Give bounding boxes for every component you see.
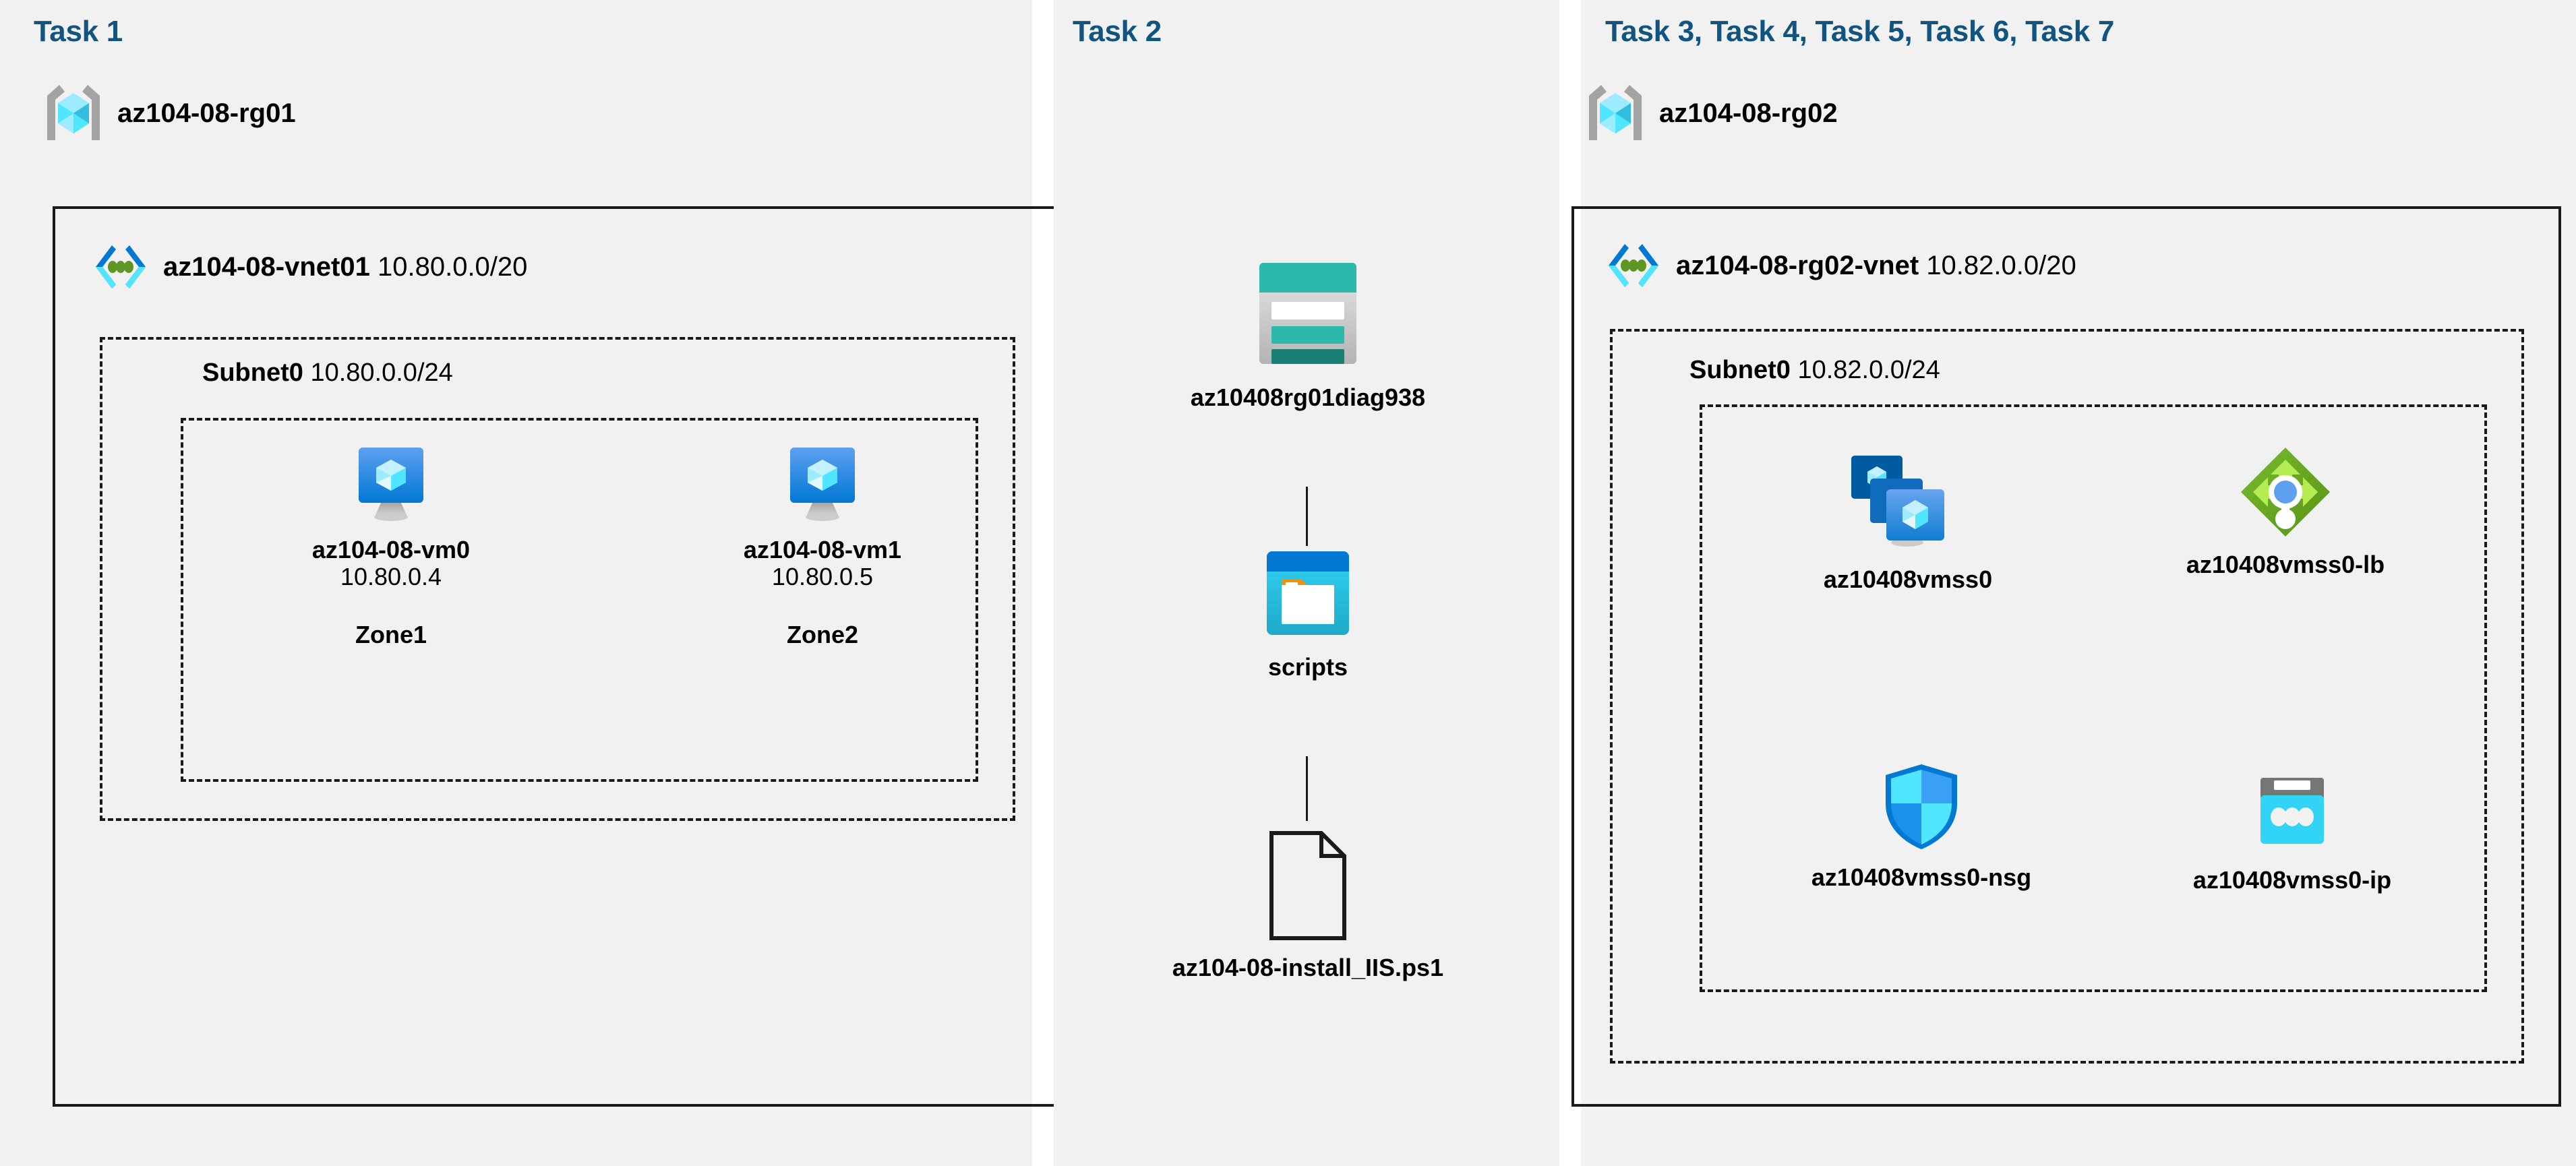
subnet0-right-cidr: 10.82.0.0/24 <box>1797 356 1940 384</box>
network-security-group-node: az10408vmss0-nsg <box>1773 762 2070 891</box>
public-ip-address-node: az10408vmss0-ip <box>2144 775 2440 894</box>
blob-container-name: scripts <box>1267 653 1348 681</box>
connector-container-to-file <box>1306 756 1308 821</box>
subnet0-left-cidr: 10.80.0.0/24 <box>310 359 453 387</box>
file-document-node: az104-08-install_IIS.ps1 <box>1092 829 1524 981</box>
vm-node-0-zone: Zone1 <box>355 620 427 648</box>
vnet02-label: az104-08-rg02-vnet 10.82.0.0/20 <box>1676 251 2076 281</box>
task1-header: Task 1 <box>34 15 123 48</box>
vm-node-1: az104-08-vm1 10.80.0.5 Zone2 <box>715 445 930 649</box>
availability-zones-boundary <box>181 418 978 782</box>
vm-node-0-name: az104-08-vm0 <box>311 536 471 563</box>
resource-group-rg02-label: az104-08-rg02 <box>1659 98 1838 128</box>
virtual-machine-icon <box>348 445 434 524</box>
virtual-network-icon <box>1607 241 1660 290</box>
network-security-group-name: az10408vmss0-nsg <box>1811 863 2032 891</box>
vnet01-label: az104-08-vnet01 10.80.0.0/20 <box>163 252 527 282</box>
subnet0-right-boundary <box>1610 329 2524 1064</box>
vm-scale-set-name: az10408vmss0 <box>1823 565 1993 593</box>
resource-group-rg01-label: az104-08-rg01 <box>117 98 296 128</box>
vm-scale-set-node: az10408vmss0 <box>1760 452 2056 593</box>
subnet0-left-caption: Subnet0 10.80.0.0/24 <box>202 359 453 388</box>
vnet02-name: az104-08-rg02-vnet <box>1676 250 1919 280</box>
resource-group-rg01: az104-08-rg01 <box>44 81 296 146</box>
vmss-inner-boundary <box>1700 404 2487 992</box>
public-ip-address-name: az10408vmss0-ip <box>2192 866 2392 894</box>
blob-container-node: scripts <box>1214 546 1402 681</box>
network-security-group-icon <box>1882 762 1961 852</box>
subnet0-right-caption: Subnet0 10.82.0.0/24 <box>1689 356 1940 385</box>
vnet01-name: az104-08-vnet01 <box>163 251 370 282</box>
vm-scale-set-icon <box>1850 452 1966 554</box>
vm-node-1-name: az104-08-vm1 <box>743 536 902 563</box>
vm-node-1-zone: Zone2 <box>786 620 858 648</box>
virtual-network-icon <box>94 243 147 291</box>
vnet02-cidr: 10.82.0.0/20 <box>1926 250 2076 280</box>
panel-task1 <box>0 0 1032 1166</box>
subnet0-left-boundary <box>100 337 1015 821</box>
task2-header: Task 2 <box>1073 15 1162 48</box>
vm-node-0-ip: 10.80.0.4 <box>340 563 442 591</box>
virtual-machine-icon <box>779 445 866 524</box>
task3-header: Task 3, Task 4, Task 5, Task 6, Task 7 <box>1605 15 2114 48</box>
public-ip-address-icon <box>2250 775 2335 855</box>
storage-account-name: az10408rg01diag938 <box>1190 383 1426 411</box>
storage-account-icon <box>1247 256 1369 372</box>
connector-storage-to-container <box>1306 487 1308 546</box>
vnet01-header: az104-08-vnet01 10.80.0.0/20 <box>94 243 527 291</box>
panel-task3 <box>1581 0 2576 1166</box>
resource-group-rg02: az104-08-rg02 <box>1586 81 1838 146</box>
vnet01-cidr: 10.80.0.0/20 <box>377 251 528 282</box>
file-document-name: az104-08-install_IIS.ps1 <box>1172 954 1444 981</box>
load-balancer-node: az10408vmss0-lb <box>2130 445 2440 578</box>
vm-node-0: az104-08-vm0 10.80.0.4 Zone1 <box>283 445 499 649</box>
vm-node-1-ip: 10.80.0.5 <box>771 563 874 591</box>
storage-account-node: az10408rg01diag938 <box>1119 256 1497 411</box>
vnet02-header: az104-08-rg02-vnet 10.82.0.0/20 <box>1607 241 2076 290</box>
vnet02-boundary <box>1571 206 2561 1107</box>
subnet0-left-name: Subnet0 <box>202 359 303 387</box>
load-balancer-name: az10408vmss0-lb <box>2186 551 2385 578</box>
resource-group-icon <box>1586 81 1644 146</box>
load-balancer-icon <box>2238 445 2333 539</box>
blob-container-icon <box>1260 546 1356 642</box>
resource-group-icon <box>44 81 102 146</box>
subnet0-right-name: Subnet0 <box>1689 356 1791 384</box>
file-document-icon <box>1265 829 1351 942</box>
